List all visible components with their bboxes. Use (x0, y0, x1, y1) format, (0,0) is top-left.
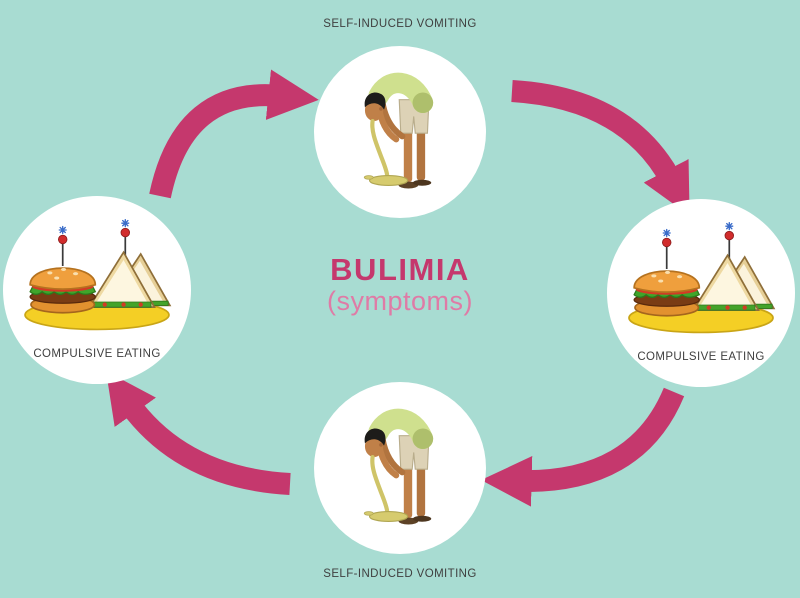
arrow-bottom-to-left (106, 371, 291, 495)
node-right-circle: COMPULSIVE EATING (607, 199, 795, 387)
arrow-top-to-right (511, 80, 690, 216)
arrow-right-to-bottom (481, 387, 685, 507)
node-label-top: SELF-INDUCED VOMITING (323, 18, 477, 30)
arrow-left-to-top (149, 69, 319, 199)
diagram-title-block: BULIMIA (symptoms) (0, 252, 800, 316)
node-label-bottom: SELF-INDUCED VOMITING (323, 568, 477, 580)
vomiting-person-icon (341, 390, 459, 550)
node-label-left: COMPULSIVE EATING (33, 348, 161, 360)
node-bottom-circle (314, 382, 486, 554)
node-label-right: COMPULSIVE EATING (637, 351, 765, 363)
node-left-circle: COMPULSIVE EATING (3, 196, 191, 384)
diagram-subtitle: (symptoms) (327, 285, 473, 316)
node-top-circle (314, 46, 486, 218)
vomiting-person-icon (341, 54, 459, 214)
diagram-title: BULIMIA (330, 252, 470, 287)
